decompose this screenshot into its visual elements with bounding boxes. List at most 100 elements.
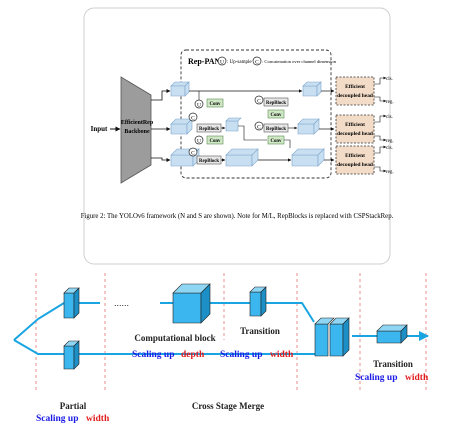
legend-concat-symbol: C <box>255 60 259 66</box>
upsample-symbol-2: U <box>197 139 201 145</box>
comp-cube-front <box>172 292 202 324</box>
feature-map-top-out <box>302 85 318 97</box>
head-box-2 <box>335 114 375 144</box>
trans1-side <box>260 286 267 317</box>
feature-map-top-in-side <box>184 81 190 97</box>
partial-label: Partial <box>60 401 87 411</box>
csp-diagram: ...... <box>13 273 429 424</box>
comp-scaling-up: Scaling up <box>132 350 175 360</box>
partial-cube-bottom-front <box>63 345 75 370</box>
trans2-scaling-width: width <box>405 373 429 383</box>
backbone-label-line2: Backbone <box>124 129 150 135</box>
head-2-cls-arrow <box>374 114 387 123</box>
figure-frame <box>83 7 391 265</box>
repblock-label-2: RepBlock <box>199 159 219 164</box>
detection-heads: Efficient decoupled head cls. reg. Effic… <box>335 76 394 175</box>
head-2-cls-label: cls. <box>386 115 393 120</box>
head-box-3 <box>335 145 375 175</box>
conv-block-1 <box>206 98 224 108</box>
head-1-cls-label: cls. <box>386 77 393 82</box>
head-1-cls-arrow <box>374 76 387 85</box>
legend-concat-circle <box>252 56 262 66</box>
transition-label-2: Transition <box>373 359 413 369</box>
repblock-3 <box>263 97 289 107</box>
transition-cube-1 <box>249 286 267 317</box>
feature-map-small-top <box>225 117 242 122</box>
figure-caption: Figure 2: The YOLOv6 framework (N and S … <box>81 213 394 220</box>
flow-lines <box>13 302 429 355</box>
repblock-2 <box>196 155 222 165</box>
repblock-label-1: RepBlock <box>199 127 219 132</box>
merge-a-front <box>314 323 329 357</box>
rep-pan-box <box>180 49 332 179</box>
merge-b-side <box>342 317 350 357</box>
conv-label-3: Conv <box>271 113 283 118</box>
concat-circle-2 <box>188 147 198 157</box>
dots: ...... <box>114 298 129 308</box>
head-3-line2: decoupled head <box>337 162 373 168</box>
feature-map-top-in-front <box>170 85 186 97</box>
backbone-block <box>120 76 152 184</box>
merge-cubes <box>314 317 350 357</box>
transition-to-merge-top <box>266 302 315 323</box>
computational-block-label: Computational block <box>134 333 215 343</box>
computational-block-cube <box>172 283 211 324</box>
concat-symbol-1: C <box>191 116 195 122</box>
feature-map-small <box>225 120 239 132</box>
cross-stage-merge-label: Cross Stage Merge <box>192 401 264 411</box>
partial-cube-top <box>63 287 80 319</box>
conv-label-4: Conv <box>271 139 283 144</box>
comp-cube-side <box>200 283 211 324</box>
feature-map-top-out-side <box>316 81 322 97</box>
head-1-line2: decoupled head <box>337 93 373 99</box>
concat-circle-3 <box>254 95 264 105</box>
op-connector-3 <box>284 139 291 148</box>
head-1-reg-label: reg. <box>386 100 394 105</box>
partial-cube-bottom <box>63 340 80 370</box>
trans2-front <box>376 330 402 344</box>
backbone-label-line1: EfficientRep <box>121 120 154 126</box>
split-line-bottom <box>13 339 64 355</box>
concat-circle-4 <box>254 121 264 131</box>
op-connector-2 <box>238 125 267 141</box>
backbone-out-arrow-3 <box>151 157 171 162</box>
comp-scaling-depth: depth <box>181 350 205 360</box>
upsample-circle-1 <box>194 99 204 109</box>
head-3-reg-label: reg. <box>386 170 394 175</box>
input-label: Input <box>91 125 108 133</box>
head-1-reg-arrow <box>374 96 387 103</box>
upsample-circle-2 <box>194 135 204 145</box>
repblock-label-4: RepBlock <box>266 127 286 132</box>
concat-symbol-4: C <box>257 125 261 131</box>
head-2-line2: decoupled head <box>337 131 373 137</box>
concat-circle-1 <box>188 112 198 122</box>
trans1-scaling-width: width <box>270 350 294 360</box>
neck-operations: U Conv C RepBlock U Conv C RepBlock RepB… <box>188 91 298 165</box>
head-2: Efficient decoupled head cls. reg. <box>335 114 394 144</box>
head-3-line1: Efficient <box>345 153 365 159</box>
transition-label-1: Transition <box>240 326 280 336</box>
concat-symbol-2: C <box>191 151 195 157</box>
head-2-reg-label: reg. <box>386 139 394 144</box>
legend-concat-text: : Concatenation over channel dimension <box>262 59 337 64</box>
feature-map-bot-mid <box>225 154 253 167</box>
head-3: Efficient decoupled head cls. reg. <box>335 145 394 175</box>
repblock-label-3: RepBlock <box>266 101 286 106</box>
head-2-reg-arrow <box>374 135 387 142</box>
merge-b-front <box>329 323 344 357</box>
partial-cube-top-side <box>73 287 80 319</box>
feature-map-bot-in <box>170 154 194 167</box>
split-line-top <box>13 302 65 341</box>
legend-upsample-text: : Up-sample <box>227 60 252 65</box>
merge-a-top <box>314 317 335 325</box>
legend-upsample-circle <box>217 56 227 66</box>
stage-separators <box>35 273 427 392</box>
trans1-scaling-up: Scaling up <box>220 350 263 360</box>
transition-cube-2 <box>376 324 408 344</box>
feature-map-bot-out <box>291 154 319 167</box>
trans2-scaling-up: Scaling up <box>355 373 398 383</box>
partial-cube-bottom-side <box>73 340 80 370</box>
head-1-line1: Efficient <box>345 84 365 90</box>
head-3-cls-arrow <box>374 145 387 154</box>
partial-cube-top-front <box>63 292 75 319</box>
